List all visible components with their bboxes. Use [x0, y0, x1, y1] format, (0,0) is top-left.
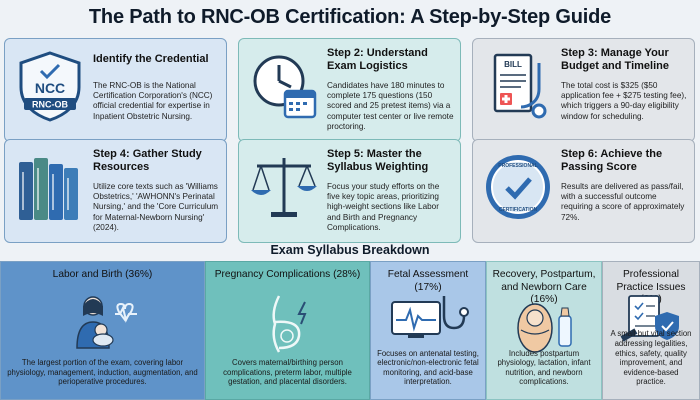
- step-card-identify: NCC RNC-OB Identify the Credential The R…: [4, 38, 227, 142]
- category-heading: Pregnancy Complications (28%): [214, 269, 361, 280]
- step-heading: Step 4: Gather Study Resources: [93, 148, 202, 173]
- step-heading: Step 3: Manage Your Budget and Timeline: [561, 47, 669, 72]
- step-heading: Step 5: Master the Syllabus Weighting: [327, 148, 429, 173]
- category-heading: Labor and Birth (36%): [52, 269, 153, 280]
- category-description: A small but vital section addressing leg…: [610, 329, 692, 387]
- step-card-syllabus: Step 5: Master the Syllabus Weighting Fo…: [238, 139, 461, 243]
- step-heading: Step 6: Achieve the Passing Score: [561, 148, 663, 173]
- badge-top-text: NCC: [35, 80, 65, 96]
- step-description: The total cost is $325 ($50 application …: [561, 81, 687, 121]
- bill-label: BILL: [504, 60, 522, 69]
- pregnant-silhouette-icon: [271, 295, 306, 353]
- fetal-monitor-icon: [391, 296, 469, 338]
- mother-baby-icon: [75, 296, 137, 349]
- scales-icon: [251, 158, 317, 217]
- seal-bottom-text: CERTIFICATION: [499, 207, 538, 213]
- books-icon: [19, 158, 78, 220]
- syllabus-category-complications: Pregnancy Complications (28%) Covers mat…: [205, 261, 370, 400]
- syllabus-category-fetal: Fetal Assessment (17%) Focuses on antena…: [370, 261, 486, 400]
- badge-bottom-text: RNC-OB: [32, 100, 68, 110]
- syllabus-title: Exam Syllabus Breakdown: [270, 243, 430, 257]
- seal-top-text: PROFESSIONAL: [498, 163, 537, 169]
- page-title: The Path to RNC-OB Certification: A Step…: [88, 6, 612, 28]
- step-description: Utilize core texts such as 'Williams Obs…: [93, 182, 219, 232]
- shield-badge-icon: NCC RNC-OB: [19, 51, 81, 122]
- step-description: Results are delivered as pass/fail, with…: [561, 182, 685, 222]
- step-heading: Identify the Credential: [93, 53, 209, 65]
- syllabus-category-professional: Professional Practice Issues (3%) A smal…: [602, 261, 700, 400]
- step-description: The RNC-OB is the National Certification…: [93, 81, 213, 121]
- category-description: The largest portion of the exam, coverin…: [7, 358, 198, 387]
- bill-stethoscope-icon: BILL: [493, 53, 547, 119]
- document-gavel-shield-icon: [620, 295, 679, 342]
- syllabus-category-labor: Labor and Birth (36%) The largest portio…: [0, 261, 205, 400]
- step-card-budget: BILL Step 3: Manage Your Budget and Time…: [472, 38, 695, 142]
- category-description: Focuses on antenatal testing, electronic…: [377, 348, 479, 387]
- step-card-passing: PROFESSIONAL CERTIFICATION Step 6: Achie…: [472, 139, 695, 243]
- step-description: Focus your study efforts on the five key…: [327, 182, 440, 232]
- clock-calendar-icon: [253, 55, 317, 119]
- category-heading: Recovery, Postpartum, and Newborn Care (…: [492, 269, 596, 305]
- syllabus-category-postpartum: Recovery, Postpartum, and Newborn Care (…: [486, 261, 602, 400]
- certification-seal-icon: PROFESSIONAL CERTIFICATION: [486, 155, 550, 219]
- category-description: Covers maternal/birthing person complica…: [223, 358, 352, 387]
- step-description: Candidates have 180 minutes to complete …: [327, 81, 454, 131]
- swaddled-baby-bottle-icon: [517, 303, 572, 353]
- step-heading: Step 2: Understand Exam Logistics: [327, 47, 428, 72]
- category-heading: Fetal Assessment (17%): [387, 269, 469, 293]
- category-description: Includes postpartum physiology, lactatio…: [497, 348, 591, 387]
- step-card-resources: Step 4: Gather Study Resources Utilize c…: [4, 139, 227, 243]
- step-card-logistics: Step 2: Understand Exam Logistics Candid…: [238, 38, 461, 142]
